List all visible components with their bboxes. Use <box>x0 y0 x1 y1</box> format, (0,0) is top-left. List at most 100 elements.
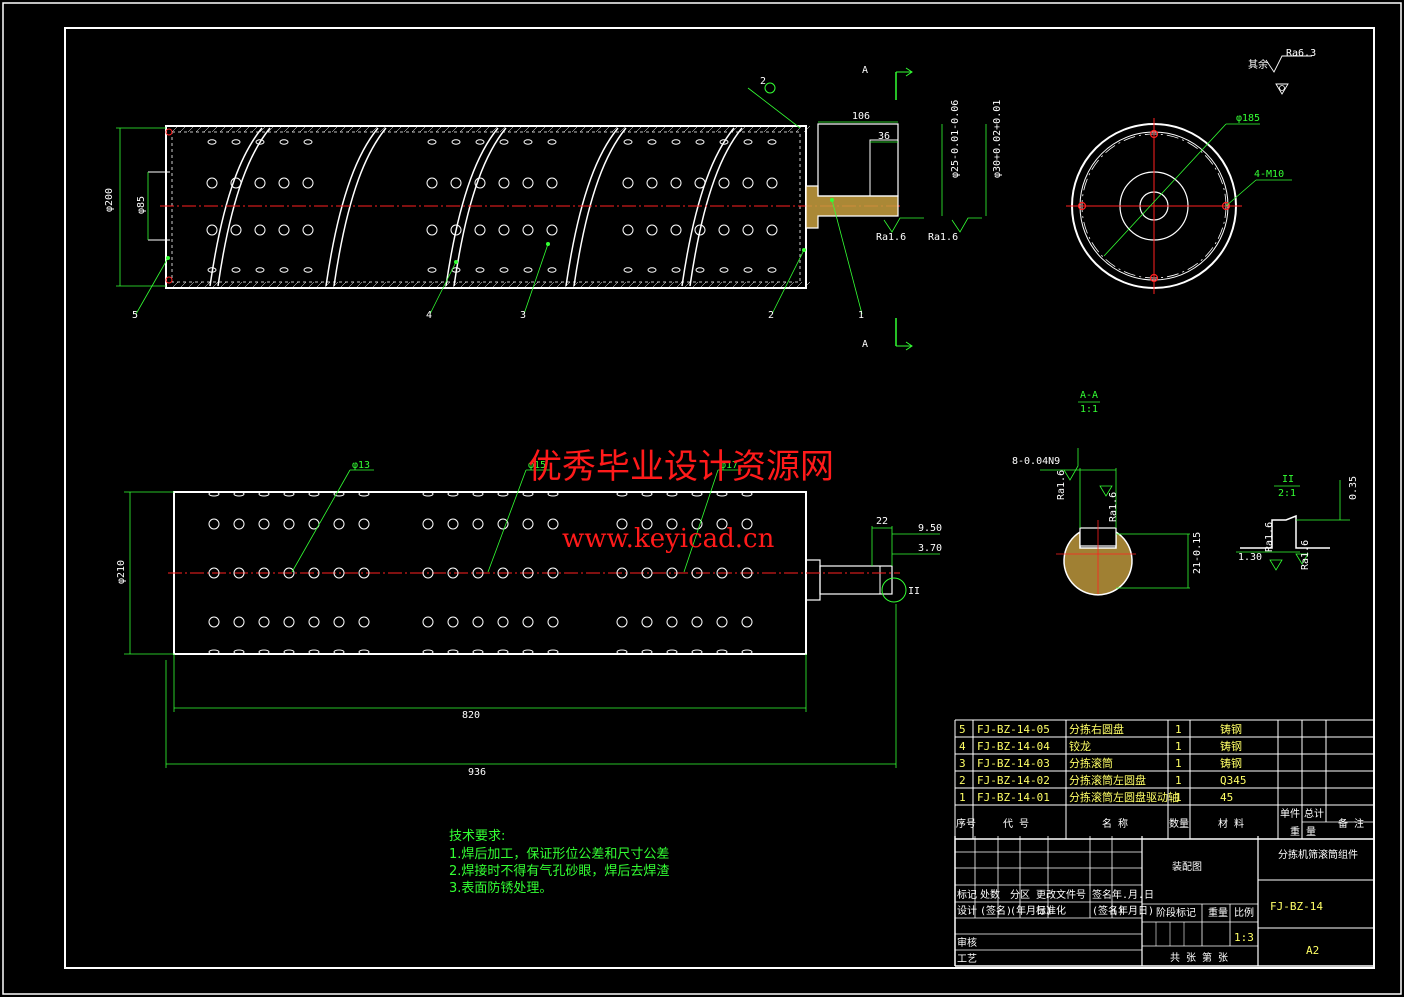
hatch-line <box>387 281 395 289</box>
callout-dot <box>830 198 834 202</box>
detail-ref-label: II <box>908 586 920 597</box>
perforation-hole <box>302 177 314 189</box>
surface-hole <box>497 567 509 579</box>
perforation-hole <box>230 224 242 236</box>
hatch-line <box>467 281 475 289</box>
perforation-hole <box>255 267 265 273</box>
hatch-line <box>627 125 635 133</box>
surface-hole <box>641 518 653 530</box>
dim-d200-label: φ200 <box>104 188 115 212</box>
surface-hole <box>333 567 345 579</box>
hatch-line <box>707 281 715 289</box>
surface-hole <box>691 567 703 579</box>
bom-cell-code: FJ-BZ-14-01 <box>977 791 1050 804</box>
hatch-line <box>331 281 339 289</box>
watermark-title: 优秀毕业设计资源网 <box>528 447 834 487</box>
surface-hole <box>208 649 220 655</box>
finish-value: Ra6.3 <box>1286 48 1316 59</box>
hatch-line <box>387 125 395 133</box>
drive-shaft-section <box>805 185 899 229</box>
hatch-line <box>523 281 531 289</box>
surface-hole <box>716 518 728 530</box>
hatch-line <box>571 281 579 289</box>
hatch-line <box>723 281 731 289</box>
perforation-hole <box>766 177 778 189</box>
hatch-line <box>347 125 355 133</box>
surface-hole <box>522 491 534 497</box>
hatch-line <box>691 281 699 289</box>
surface-hole <box>422 518 434 530</box>
hatch-line <box>451 281 459 289</box>
surface-hole <box>333 616 345 628</box>
callout-dot <box>166 256 170 260</box>
hatch-line <box>483 281 491 289</box>
hatch-line <box>595 125 603 133</box>
surface-hole <box>716 567 728 579</box>
spiral-flight <box>445 127 507 287</box>
title-row1-cell: 处数 <box>980 888 1000 901</box>
hatch-line <box>435 125 443 133</box>
hatch-line <box>475 281 483 289</box>
m10-hole-left <box>1077 201 1087 211</box>
ra-left-label: Ra1.6 <box>876 232 906 243</box>
hatch-line <box>691 125 699 133</box>
hatch-line <box>171 281 179 289</box>
detail-title: II <box>1282 474 1294 485</box>
hatch-line <box>787 281 795 289</box>
hatch-line <box>355 281 363 289</box>
inner-border <box>64 27 1375 969</box>
surface-hole <box>497 491 509 497</box>
surface-hole <box>616 491 628 497</box>
hatch-line <box>547 281 555 289</box>
surface-hole <box>691 491 703 497</box>
surface-hole <box>522 649 534 655</box>
hatch-line <box>243 125 251 133</box>
key-seat-outline <box>869 139 899 197</box>
surface-hole <box>472 649 484 655</box>
hatch-line <box>715 125 723 133</box>
d370-label: 3.70 <box>918 543 942 554</box>
bom-cell-qty: 1 <box>1175 740 1182 753</box>
surface-hole <box>716 649 728 655</box>
hatch-line <box>187 281 195 289</box>
perforation-hole <box>671 139 681 145</box>
bom-header-no: 序号 <box>956 817 976 830</box>
bom-header-weight: 重 量 <box>1290 825 1316 838</box>
surface-hole <box>233 616 245 628</box>
hatch-line <box>635 281 643 289</box>
hatch-line <box>651 281 659 289</box>
hatch-line <box>475 125 483 133</box>
hatch-line <box>219 125 227 133</box>
surface-hole <box>616 518 628 530</box>
perforation-hole <box>206 177 218 189</box>
section-scale: 1:1 <box>1080 404 1098 415</box>
hatch-line <box>443 281 451 289</box>
surface-hole <box>333 649 345 655</box>
hatch-line <box>259 125 267 133</box>
surface-hole <box>422 491 434 497</box>
perforation-hole <box>451 139 461 145</box>
hatch-line <box>515 125 523 133</box>
hatch-line <box>467 125 475 133</box>
surface-hole <box>641 567 653 579</box>
surface-hole <box>308 567 320 579</box>
surface-hole <box>422 616 434 628</box>
hatch-line <box>411 281 419 289</box>
hatch-line <box>379 281 387 289</box>
perforation-hole <box>474 177 486 189</box>
section-title: A-A <box>1080 390 1098 401</box>
hatch-line <box>747 281 755 289</box>
surface-hole <box>691 518 703 530</box>
hatch-line <box>243 281 251 289</box>
ra-aa-right: Ra1.6 <box>1108 492 1119 522</box>
bom-cell-material: Q345 <box>1220 774 1247 787</box>
dim-36-label: 36 <box>878 131 890 142</box>
title-row2-cell: (年月日) <box>1112 904 1154 917</box>
perforation-hole <box>719 139 729 145</box>
perforation-hole <box>695 267 705 273</box>
callout-label-3: 3 <box>520 310 526 321</box>
hatch-line <box>755 281 763 289</box>
bottom-view: II φ210 φ13 φ15 φ17 820 936 22 9.50 <box>116 460 942 778</box>
m10-hole-top <box>1149 129 1159 139</box>
hatch-line <box>171 125 179 133</box>
